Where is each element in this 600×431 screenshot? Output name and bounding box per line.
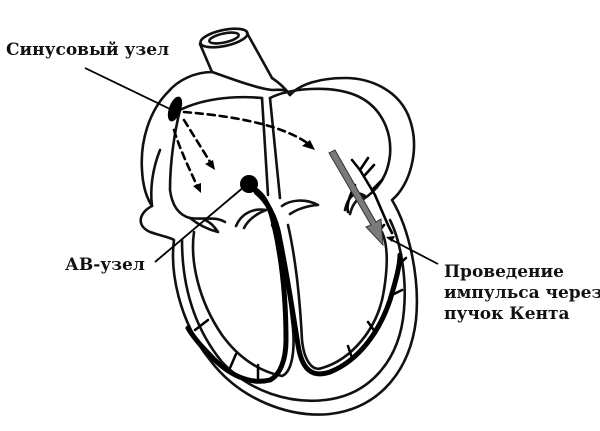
left-atrium-wall (270, 89, 390, 200)
kent-bundle-label: Проведение импульса через пучок Кента (444, 262, 600, 325)
av-node-label: АВ-узел (65, 255, 145, 275)
conduction-system (188, 188, 400, 381)
sinus-leader (85, 68, 172, 110)
kent-leader (388, 238, 438, 264)
arrowheads (193, 140, 315, 193)
av-node (240, 175, 258, 193)
left-ventricle-wall (288, 225, 387, 369)
leader-lines (85, 68, 438, 264)
impulse-arrows (174, 112, 310, 188)
sinus-node-label: Синусовый узел (6, 40, 170, 60)
kent-arrow (329, 150, 383, 245)
sinus-node (167, 96, 183, 122)
kent-label-line-2: импульса через (444, 283, 600, 303)
kent-label-line-3: пучок Кента (444, 304, 570, 324)
kent-label-line-1: Проведение (444, 262, 564, 282)
right-atrium-wall (170, 110, 225, 222)
av-leader (155, 186, 245, 262)
heart-outer-wall (141, 72, 417, 415)
aorta (199, 25, 272, 78)
